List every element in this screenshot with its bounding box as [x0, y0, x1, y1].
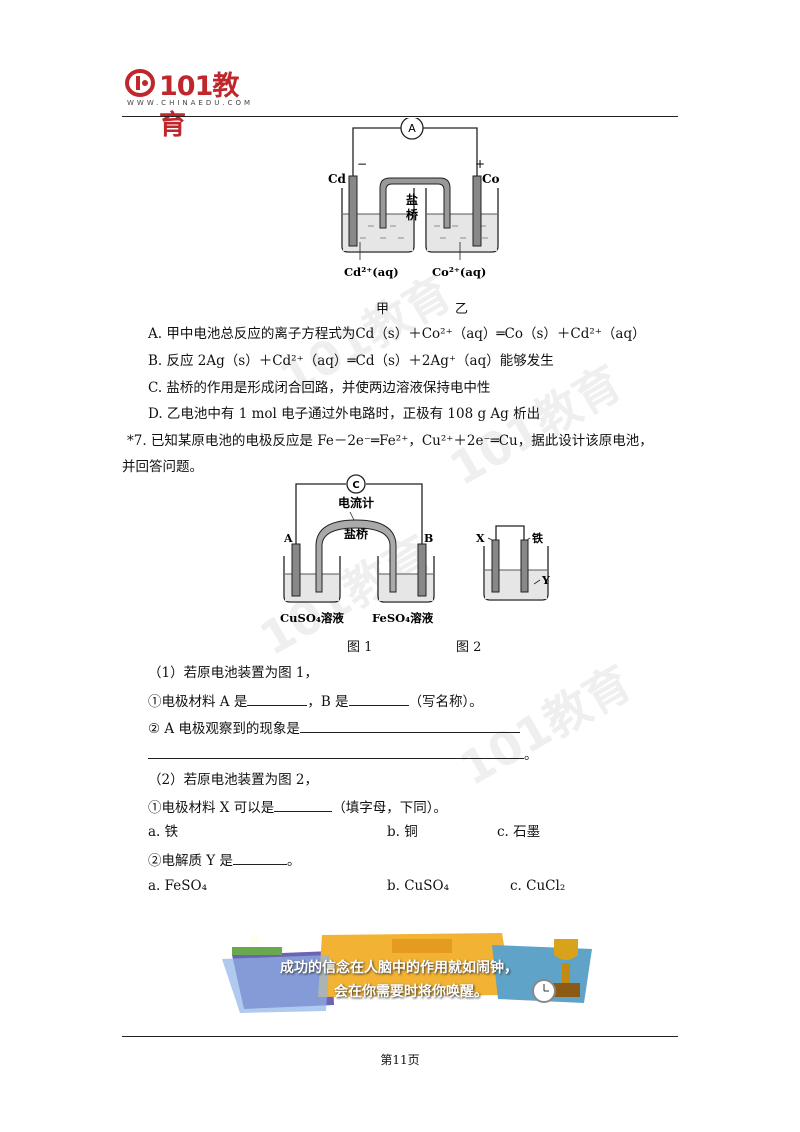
ammeter-label: A: [408, 122, 416, 135]
choice-c-graphite: c. 石墨: [497, 824, 541, 840]
salt-bridge-label-1: 盐: [406, 192, 418, 207]
answer-blank-phenomenon-2[interactable]: [148, 744, 524, 759]
minus-sign: −: [357, 157, 367, 171]
salt-bridge-label: 盐桥: [344, 526, 369, 541]
electrode-a-label: A: [283, 532, 293, 545]
choice-b-copper: b. 铜: [387, 824, 418, 840]
motivation-banner: [222, 933, 592, 1013]
banner-line-1: 成功的信念在人脑中的作用就如闹钟，: [280, 960, 518, 976]
header-rule: [122, 116, 678, 117]
electrode-x-label: X: [476, 532, 485, 545]
ammeter-icon: [400, 118, 424, 140]
choice-b-cuso4: b. CuSO₄: [387, 878, 449, 894]
logo-brand-text: 101教育: [159, 71, 239, 141]
cd-electrode-label: Cd: [328, 172, 347, 186]
figure-caption-2: 图 2: [456, 640, 482, 655]
part1-question1: ①电极材料 A 是，B 是（写名称）。: [148, 691, 483, 711]
answer-blank-a[interactable]: [247, 691, 308, 706]
answer-blank-x[interactable]: [274, 797, 333, 812]
choice-a-feso4: a. FeSO₄: [148, 878, 207, 894]
question-7-line2: 并回答问题。: [122, 459, 203, 475]
clock-icon: [532, 979, 556, 1003]
answer-blank-y[interactable]: [233, 850, 287, 865]
footer-rule: [122, 1036, 678, 1037]
cell-diagram-3: X 铁 Y: [476, 525, 550, 601]
galvanometer-label: C: [352, 480, 359, 491]
option-d: D. 乙电池中有 1 mol 电子通过外电路时，正极有 108 g Ag 析出: [148, 406, 541, 422]
part2-question2: ②电解质 Y 是。: [148, 850, 301, 870]
part1-question2: ② A 电极观察到的现象是: [148, 718, 520, 738]
question-7-line1: *7. 已知某原电池的电极反应是 Fe－2e⁻═Fe²⁺，Cu²⁺＋2e⁻═Cu…: [127, 433, 653, 449]
co-solution-label: Co²⁺(aq): [432, 265, 486, 279]
co-electrode-label: Co: [482, 172, 500, 186]
part2-intro: （2）若原电池装置为图 2，: [148, 772, 318, 788]
option-a: A. 甲中电池总反应的离子方程式为Cd（s）＋Co²⁺（aq）═Co（s）＋Cd…: [148, 326, 646, 342]
plus-sign: +: [475, 157, 485, 171]
figure-caption-yi: 乙: [455, 302, 469, 317]
cell-diagram-1: A − + Cd Co 盐 桥 Cd²⁺(aq) Co²⁺(aq): [328, 118, 500, 279]
answer-blank-phenomenon[interactable]: [299, 718, 520, 733]
choice-a-iron: a. 铁: [148, 824, 179, 840]
trophy-icon: [552, 939, 580, 997]
answer-blank-b[interactable]: [348, 691, 409, 706]
choice-c-cucl2: c. CuCl₂: [510, 878, 566, 894]
logo-url-text: WWW.CHINAEDU.COM: [127, 99, 254, 107]
option-b: B. 反应 2Ag（s）＋Cd²⁺（aq）═Cd（s）＋2Ag⁺（aq）能够发生: [148, 353, 554, 369]
page-number: 第11页: [380, 1053, 420, 1067]
figure-caption-1: 图 1: [347, 640, 373, 655]
current-meter-label: 电流计: [338, 495, 374, 510]
figure-caption-jia: 甲: [376, 302, 390, 317]
part2-question1: ①电极材料 X 可以是（填字母，下同）。: [148, 797, 447, 817]
cd-solution-label: Cd²⁺(aq): [344, 265, 399, 279]
electrode-b-label: B: [424, 532, 433, 545]
feso4-label: FeSO₄溶液: [372, 611, 434, 625]
logo-mark-icon: [125, 69, 155, 97]
option-c: C. 盐桥的作用是形成闭合回路，并使两边溶液保持电中性: [148, 380, 491, 396]
flowers-icon: [232, 936, 282, 955]
part1-question2-cont: 。: [148, 744, 538, 764]
banner-line-2: 会在你需要时将你唤醒。: [334, 984, 488, 1000]
brand-logo: 101教育 WWW.CHINAEDU.COM: [125, 64, 260, 141]
galvanometer-icon: [346, 474, 366, 494]
iron-electrode-label: 铁: [532, 531, 543, 545]
salt-bridge-label-2: 桥: [406, 207, 419, 222]
cuso4-label: CuSO₄溶液: [280, 611, 344, 625]
part1-intro: （1）若原电池装置为图 1，: [148, 665, 318, 681]
watermark-logo: 101教育: [440, 355, 631, 496]
electrolyte-y-label: Y: [541, 574, 550, 587]
cell-diagram-2: C 电流计 盐桥 A B CuSO₄溶液 FeSO₄溶液: [280, 474, 435, 625]
